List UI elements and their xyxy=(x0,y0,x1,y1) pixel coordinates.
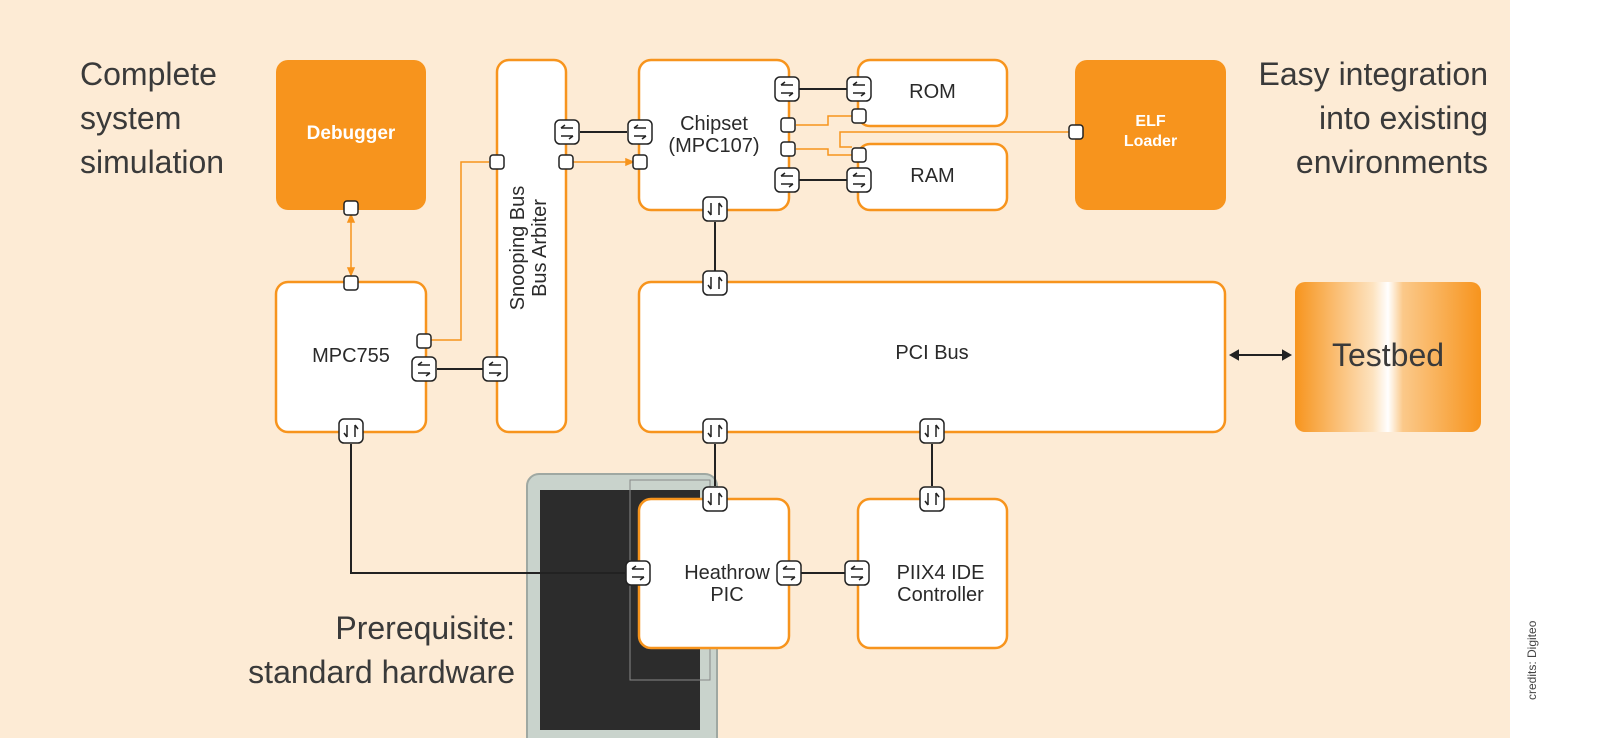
caption-left: Complete system simulation xyxy=(80,52,224,184)
heathrow-label-line: PIC xyxy=(710,584,744,606)
caption-right-line: into existing xyxy=(1319,100,1488,136)
mpc755-label: MPC755 xyxy=(312,345,390,367)
snooping-bus-block xyxy=(495,58,568,434)
caption-left-line: simulation xyxy=(80,144,225,180)
piix4-label-line: PIIX4 IDE xyxy=(896,562,985,584)
testbed-block xyxy=(1295,282,1481,432)
elf-loader-label-line: ELF xyxy=(1135,113,1166,130)
snooping-bus-label: Snooping Bus Bus Arbiter xyxy=(507,122,555,374)
black-connections xyxy=(350,88,1293,574)
elf-loader-block xyxy=(1075,60,1226,210)
caption-left-line: Complete xyxy=(80,56,217,92)
elf-loader-label-line: Loader xyxy=(1123,133,1178,150)
heathrow-label: Heathrow PIC xyxy=(652,562,802,606)
caption-bottom: Prerequisite: standard hardware xyxy=(230,606,515,694)
chipset-label-line: (MPC107) xyxy=(668,135,760,157)
piix4-label: PIIX4 IDE Controller xyxy=(866,562,1015,606)
caption-right-line: Easy integration xyxy=(1258,56,1488,92)
caption-right-line: environments xyxy=(1295,144,1488,180)
ram-label: RAM xyxy=(910,165,955,187)
heathrow-label-line: Heathrow xyxy=(684,562,770,584)
caption-right: Easy integration into existing environme… xyxy=(1230,52,1488,184)
caption-bottom-line: standard hardware xyxy=(248,654,515,690)
piix4-label-line: Controller xyxy=(897,584,984,606)
testbed-label: Testbed xyxy=(1331,337,1445,373)
orange-connections xyxy=(346,115,1069,341)
elf-loader-label: ELF Loader xyxy=(1075,112,1226,152)
snooping-bus-label-line: Snooping Bus xyxy=(507,185,529,311)
chipset-label-line: Chipset xyxy=(680,113,748,135)
caption-bottom-line: Prerequisite: xyxy=(335,610,515,646)
snooping-bus-label-line: Bus Arbiter xyxy=(529,199,551,297)
debugger-block xyxy=(276,60,426,210)
pci-bus-label: PCI Bus xyxy=(895,342,969,364)
rom-label: ROM xyxy=(909,81,956,103)
caption-left-line: system xyxy=(80,100,182,136)
debugger-label: Debugger xyxy=(306,123,396,144)
chipset-label: Chipset (MPC107) xyxy=(639,113,789,157)
image-credit: credits: Digiteo xyxy=(1525,620,1539,700)
